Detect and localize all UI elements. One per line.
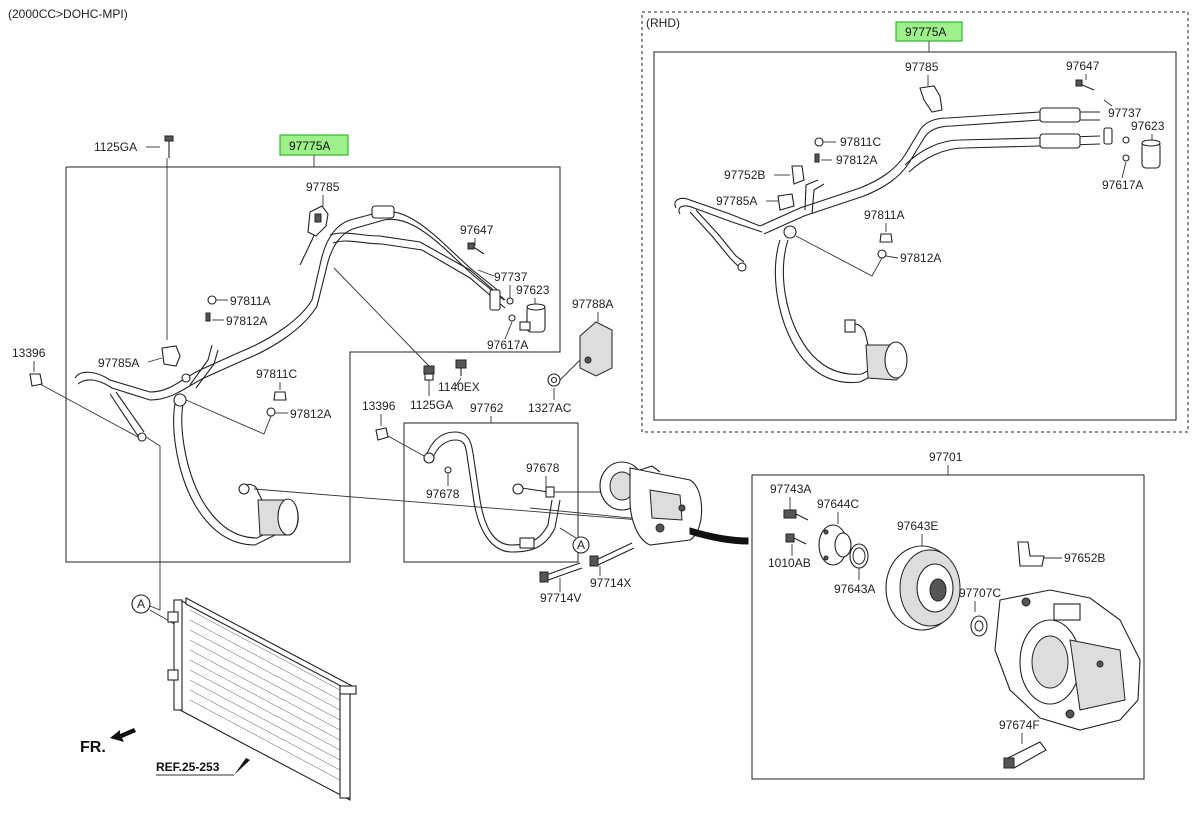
oring-13396-discharge — [375, 427, 389, 441]
label-97674F[interactable]: 97674F — [999, 718, 1040, 732]
hub-97644C — [818, 524, 852, 566]
label-1010AB[interactable]: 1010AB — [768, 556, 811, 570]
compressor-main — [599, 461, 703, 546]
label-97785[interactable]: 97785 — [306, 180, 340, 194]
ref-a-callout-condenser[interactable]: A — [131, 594, 151, 614]
ref-a-callout-discharge[interactable]: A — [572, 536, 590, 554]
pulley-arrow — [689, 527, 749, 545]
bracket-97785A — [161, 345, 191, 407]
bolt-1125GA-top — [164, 135, 174, 158]
nut-1327AC — [547, 373, 561, 387]
bolt-97714V — [539, 562, 583, 583]
label-97701[interactable]: 97701 — [929, 450, 963, 464]
rhd-label: (RHD) — [646, 16, 680, 30]
rhd-label-97811A[interactable]: 97811A — [864, 208, 904, 222]
label-1125GA-bottom[interactable]: 1125GA — [410, 398, 453, 412]
hose-end-fitting — [238, 483, 299, 536]
rhd-inner-frame — [653, 51, 1177, 421]
front-indicator: FR. — [80, 728, 136, 756]
label-97678-b[interactable]: 97678 — [526, 461, 560, 475]
rhd-hose-lines — [674, 107, 1113, 384]
valve-core-97647 — [467, 242, 485, 255]
svg-text:97775A: 97775A — [289, 139, 330, 153]
svg-text:A: A — [577, 538, 585, 552]
label-97714X[interactable]: 97714X — [590, 576, 631, 590]
rhd-label-97752B[interactable]: 97752B — [724, 168, 765, 182]
label-1125GA-top[interactable]: 1125GA — [94, 140, 137, 154]
rhd-label-97737[interactable]: 97737 — [1108, 106, 1142, 120]
label-97812A-lower[interactable]: 97812A — [290, 407, 331, 421]
rhd-bracket-97785A — [777, 193, 797, 239]
bolt-1010AB — [785, 533, 807, 545]
main-group-frame — [65, 166, 561, 563]
rhd-hose-assy-callout[interactable]: 97775A — [895, 21, 963, 42]
label-97644C[interactable]: 97644C — [817, 497, 859, 511]
bolt-1125GA-bottom — [423, 365, 435, 381]
rhd-label-97647[interactable]: 97647 — [1066, 59, 1100, 73]
label-97643E[interactable]: 97643E — [897, 519, 938, 533]
pulley-97643E — [885, 545, 961, 631]
label-97647[interactable]: 97647 — [460, 223, 494, 237]
ref-25-253[interactable]: REF.25-253 — [156, 760, 220, 774]
snap-ring-97643A — [849, 543, 869, 569]
rhd-hose-end-fitting — [844, 319, 908, 381]
label-97714V[interactable]: 97714V — [540, 591, 581, 605]
rhd-label-97812A-upper[interactable]: 97812A — [836, 153, 877, 167]
relief-valve-97674F — [1003, 741, 1047, 769]
svg-text:A: A — [137, 597, 145, 611]
bolt-97714X — [589, 542, 635, 567]
rhd-label-97811C[interactable]: 97811C — [840, 135, 881, 149]
rhd-label-97785A[interactable]: 97785A — [716, 194, 757, 208]
oring-13396-left — [29, 373, 43, 387]
label-97623[interactable]: 97623 — [516, 283, 550, 297]
engine-spec-label: (2000CC>DOHC-MPI) — [8, 7, 128, 21]
label-97652B[interactable]: 97652B — [1064, 551, 1105, 565]
label-97811A[interactable]: 97811A — [230, 294, 270, 308]
rhd-label-97812A-lower[interactable]: 97812A — [900, 251, 941, 265]
condenser-core — [167, 597, 357, 801]
bracket-97785 — [307, 205, 329, 237]
bolt-97743A — [783, 509, 809, 521]
rhd-label-97617A[interactable]: 97617A — [1102, 178, 1143, 192]
svg-text:FR.: FR. — [80, 739, 106, 756]
label-97617A[interactable]: 97617A — [487, 338, 528, 352]
label-13396-left[interactable]: 13396 — [12, 346, 46, 360]
rhd-label-97785[interactable]: 97785 — [905, 60, 939, 74]
compressor-detail — [994, 589, 1141, 731]
rhd-outer-frame — [641, 11, 1189, 433]
rhd-label-97623[interactable]: 97623 — [1131, 119, 1165, 133]
label-97678-a[interactable]: 97678 — [426, 487, 460, 501]
bracket-97652B — [1017, 541, 1045, 567]
svg-text:97775A: 97775A — [905, 25, 946, 39]
service-cap-97623 — [519, 303, 546, 333]
label-97788A[interactable]: 97788A — [572, 297, 613, 311]
rhd-valve-core-97647 — [1075, 79, 1095, 91]
label-13396-discharge[interactable]: 13396 — [362, 399, 396, 413]
label-97785A[interactable]: 97785A — [98, 356, 139, 370]
label-97743A[interactable]: 97743A — [770, 482, 811, 496]
bracket-97788A — [579, 321, 613, 377]
label-97643A[interactable]: 97643A — [834, 582, 875, 596]
rhd-service-cap-97623 — [1141, 139, 1161, 169]
label-97762[interactable]: 97762 — [470, 401, 504, 415]
rhd-bracket-97785 — [919, 85, 943, 113]
main-hose-lines — [74, 205, 506, 546]
rhd-clip-97752B — [791, 165, 805, 185]
field-coil-97707C — [970, 615, 988, 637]
label-97737[interactable]: 97737 — [494, 270, 528, 284]
label-97811C[interactable]: 97811C — [256, 367, 297, 381]
label-97812A-upper[interactable]: 97812A — [226, 314, 267, 328]
label-1327AC[interactable]: 1327AC — [528, 401, 572, 415]
label-97707C[interactable]: 97707C — [959, 586, 1001, 600]
main-hose-assy-callout[interactable]: 97775A — [279, 134, 349, 156]
label-1140EX[interactable]: 1140EX — [438, 380, 480, 394]
bolt-1140EX — [455, 359, 467, 376]
